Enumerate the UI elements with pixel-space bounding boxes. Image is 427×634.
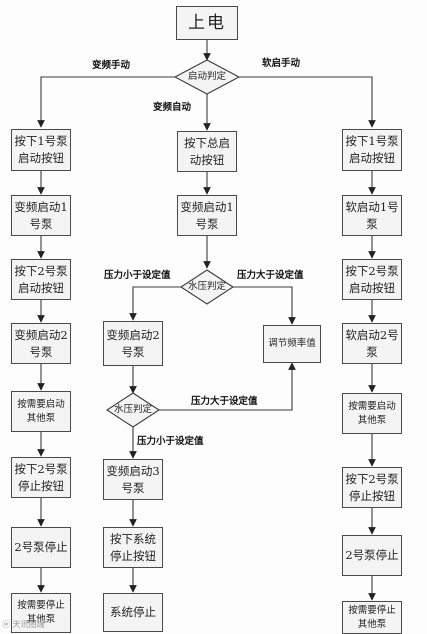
watermark: ⓦ 天讯图端 <box>2 620 45 629</box>
connector-pressure-above-1 <box>233 286 296 325</box>
right-start-pump1-button-box: 按下1号泵 启动按钮 <box>342 129 402 171</box>
left-start-pump1-button-box: 按下1号泵 启动按钮 <box>11 129 71 171</box>
power-on-box: 上电 <box>176 6 238 40</box>
label-soft-manual: 软启手动 <box>262 58 301 69</box>
pressure-decision-2-label: 水压判定 <box>113 404 152 415</box>
right-pump2-stop-box: 2号泵停止 <box>342 535 402 576</box>
start-decision-diamond <box>173 59 241 95</box>
right-start-other-pumps-box: 按需要启动 其他泵 <box>342 393 402 434</box>
label-pressure-above-1: 压力大于设定值 <box>237 270 304 281</box>
pressure-decision-1-label: 水压判定 <box>187 281 226 292</box>
connector-vfd-manual <box>37 76 175 128</box>
mid-vfd-start-pump3-box: 变频启动3 号泵 <box>103 459 163 500</box>
connector-pressure-below-1 <box>129 286 181 321</box>
left-vfd-start-pump2-box: 变频启动2 号泵 <box>11 323 71 364</box>
right-stop-other-pumps-box: 按需要停止 其他泵 <box>342 601 402 634</box>
right-soft-start-pump2-box: 软启动2号 泵 <box>342 323 402 364</box>
left-pump2-stop-box: 2号泵停止 <box>11 527 71 568</box>
label-pressure-below-1: 压力小于设定值 <box>104 270 171 281</box>
pressure-decision-2-diamond <box>105 392 161 428</box>
label-pressure-below-2: 压力小于设定值 <box>137 436 204 447</box>
label-vfd-auto: 变频自动 <box>153 102 192 113</box>
mid-vfd-start-pump2-box: 变频启动2 号泵 <box>103 321 163 366</box>
mid-system-stop-button-box: 按下系统 停止按钮 <box>103 527 163 568</box>
connector-pressure-above-2 <box>159 362 296 411</box>
mid-main-start-button-box: 按下总启 动按钮 <box>177 131 237 172</box>
mid-system-stop-box: 系统停止 <box>103 593 163 632</box>
mid-vfd-start-pump1-box: 变频启动1 号泵 <box>177 195 237 236</box>
left-vfd-start-pump1-box: 变频启动1 号泵 <box>11 195 71 236</box>
left-stop-pump2-button-box: 按下2号泵 停止按钮 <box>11 457 71 498</box>
start-decision-label: 启动判定 <box>187 71 226 82</box>
left-start-pump2-button-box: 按下2号泵 启动按钮 <box>11 259 71 300</box>
pressure-decision-1-diamond <box>179 269 235 305</box>
right-soft-start-pump1-box: 软启动1号 泵 <box>342 195 402 236</box>
left-start-other-pumps-box: 按需要启动 其他泵 <box>11 391 71 432</box>
right-start-pump2-button-box: 按下2号泵 启动按钮 <box>342 259 402 300</box>
right-stop-pump2-button-box: 按下2号泵 停止按钮 <box>342 467 402 508</box>
connector-soft-manual <box>239 76 376 128</box>
label-pressure-above-2: 压力大于设定值 <box>191 396 258 407</box>
adjust-frequency-box: 调节频率值 <box>263 325 321 363</box>
left-stop-other-pumps-box: 按需要停止 其他泵 <box>11 593 71 633</box>
label-vfd-manual: 变频手动 <box>92 60 131 71</box>
